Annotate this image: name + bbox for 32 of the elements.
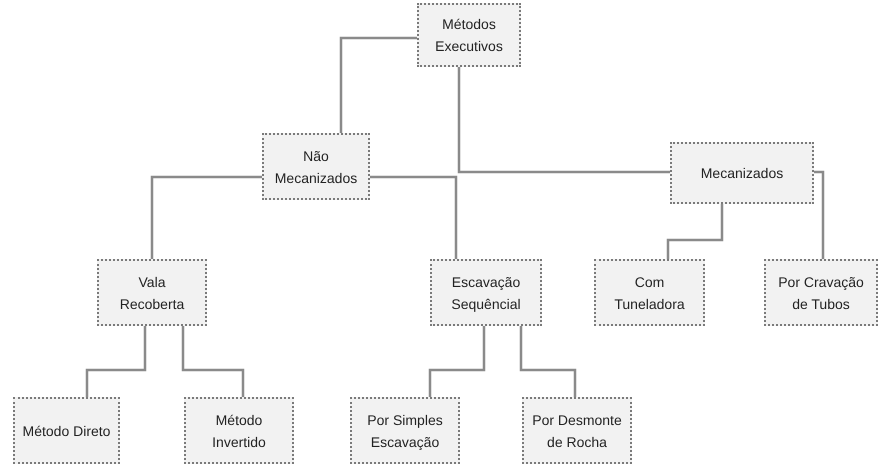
category-box [262, 133, 370, 200]
connector-line [814, 170, 824, 259]
box-label: Com Tuneladora [613, 272, 686, 314]
connector-line [520, 326, 576, 397]
category-box [522, 397, 632, 464]
connector-line [340, 36, 417, 133]
connector-line [458, 67, 670, 174]
category-box [184, 397, 294, 464]
category-box [670, 142, 814, 204]
box-label: Por Cravação de Tubos [777, 272, 865, 314]
box-label: Mecanizados [700, 164, 784, 183]
category-box [417, 3, 521, 67]
box-label: Métodos Executivos [434, 15, 504, 56]
category-box [350, 397, 460, 464]
box-label: Não Mecanizados [274, 146, 358, 188]
connector-line [86, 326, 146, 397]
category-box [764, 259, 878, 326]
connector-line [428, 326, 486, 397]
box-label: Método Direto [22, 422, 110, 440]
box-label: Escavação Sequêncial [450, 272, 522, 314]
connector-line [370, 176, 458, 259]
connector-line [150, 176, 262, 259]
box-label: Por Desmonte de Rocha [531, 410, 623, 452]
connector-line [666, 204, 724, 259]
category-box [430, 259, 542, 326]
box-label: Vala Recoberta [118, 272, 186, 314]
category-box [13, 397, 120, 464]
category-box [97, 259, 207, 326]
box-label: Por Simples Escavação [366, 410, 444, 452]
box-label: Método Invertido [211, 410, 267, 452]
connector-line [182, 326, 244, 397]
category-box [594, 259, 705, 326]
